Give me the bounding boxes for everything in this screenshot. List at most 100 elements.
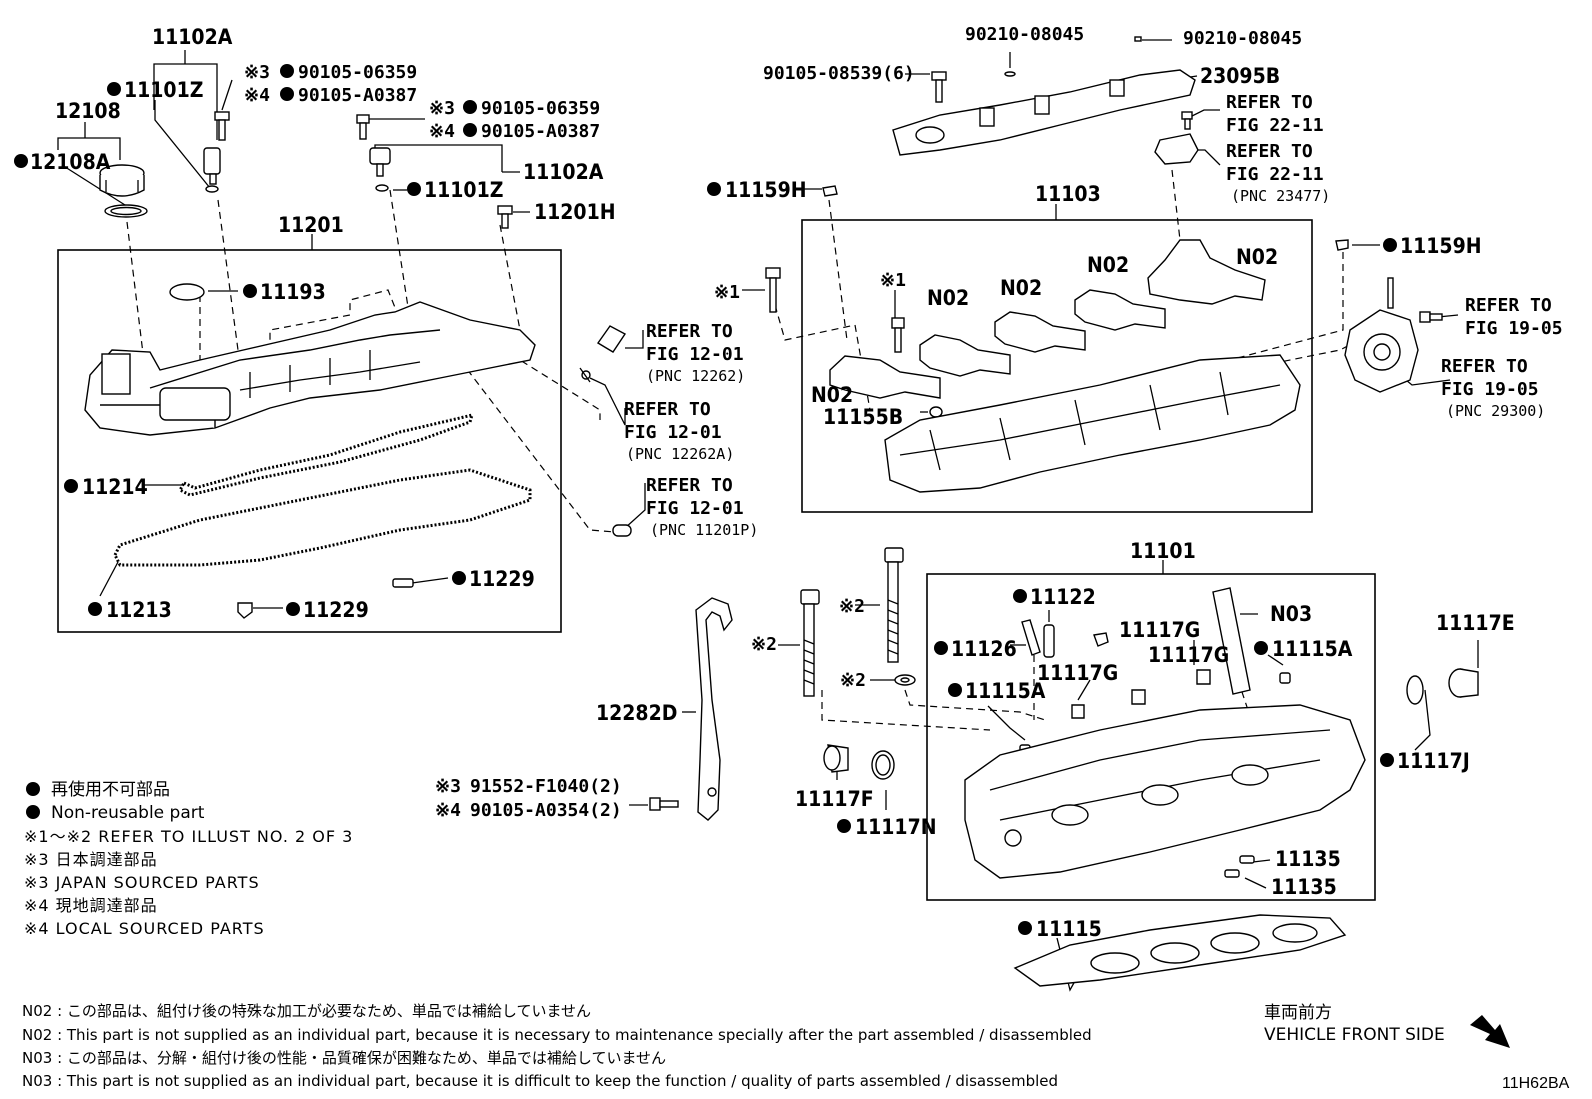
- cover-group-box: [57, 249, 562, 633]
- bolt-top-left: [214, 111, 230, 141]
- camshaft-housing-cover: [892, 36, 1196, 156]
- label-bolt2-note3: ※3: [429, 98, 455, 119]
- label-n02-d: N02: [1236, 245, 1278, 269]
- dowel-11122: [1043, 624, 1055, 658]
- ref-12-01-b-pnc: (PNC 12262A): [626, 445, 734, 463]
- head-bolt-washer: [894, 674, 916, 686]
- plug-11159H-left: [822, 185, 838, 197]
- label-11117J: 11117J: [1397, 749, 1470, 773]
- bearing-cap-a: [829, 355, 941, 399]
- reference-labels: REFER TO FIG 22-11 REFER TO FIG 22-11 (P…: [624, 92, 1563, 539]
- legend-nonreusable-en: Non-reusable part: [51, 803, 205, 823]
- label-11135-b: 11135: [1271, 875, 1337, 899]
- bolt-n1-b: [891, 317, 905, 353]
- label-n2-b: ※2: [751, 634, 777, 655]
- label-n1-b: ※1: [880, 270, 906, 291]
- label-11115A-a: 11115A: [1272, 637, 1353, 661]
- label-11102A-mid: 11102A: [523, 160, 604, 184]
- legend-nonreusable-jp: 再使用不可部品: [51, 779, 170, 800]
- ref-22-11-b-pnc: (PNC 23477): [1231, 187, 1330, 205]
- dashed-guide-lines: [126, 169, 1360, 731]
- head-bolt-long: [884, 547, 904, 663]
- cap-gasket: [104, 204, 148, 218]
- label-n1-a: ※1: [714, 282, 740, 303]
- label-11135-a: 11135: [1275, 847, 1341, 871]
- bearing-cap-e: [1147, 239, 1266, 305]
- gasket-11117J: [1406, 675, 1424, 705]
- notes: N02 : この部品は、組付け後の特殊な加工が必要なため、単品では補給していませ…: [22, 1002, 1092, 1090]
- label-11101Z-left: 11101Z: [124, 78, 203, 102]
- ref-12-01-c-pnc: (PNC 11201P): [650, 521, 758, 539]
- label-11103: 11103: [1035, 182, 1101, 206]
- orientation-en: VEHICLE FRONT SIDE: [1264, 1025, 1445, 1045]
- label-11117G-b: 11117G: [1148, 643, 1229, 667]
- bolt-refer-22-11: [1181, 111, 1193, 130]
- label-90210-a: 90210-08045: [965, 24, 1084, 45]
- label-11126: 11126: [951, 637, 1017, 661]
- camshaft-housing-group-box: [801, 219, 1313, 513]
- head-gasket-11115: [1013, 914, 1347, 987]
- label-11159H-right: 11159H: [1400, 234, 1482, 258]
- bracket-refer-22-11: [1154, 133, 1199, 165]
- label-n2-a: ※2: [839, 596, 865, 617]
- label-11201: 11201: [278, 213, 344, 237]
- label-bolt2-note4: ※4: [429, 121, 455, 142]
- bolt-11201H: [497, 205, 513, 229]
- bearing-cap-c: [994, 311, 1086, 353]
- plug-11117G-a: [1093, 632, 1109, 647]
- label-n02-c: N02: [1087, 253, 1129, 277]
- cylinder-head-cover: [84, 283, 536, 436]
- ref-12-01-a-pnc: (PNC 12262): [646, 367, 745, 385]
- plug-11135-a: [1239, 855, 1255, 864]
- label-n2-c: ※2: [840, 670, 866, 691]
- bolt-top-mid: [356, 114, 370, 140]
- label-90105-08539: 90105-08539(6): [763, 63, 915, 84]
- label-11115: 11115: [1036, 917, 1102, 941]
- head-bolt-short: [800, 589, 820, 697]
- ventilation-hose: [596, 325, 627, 353]
- label-11122: 11122: [1030, 585, 1096, 609]
- vehicle-front-indicator: 車両前方 VEHICLE FRONT SIDE: [1264, 1003, 1510, 1048]
- ref-22-11-a-title: REFER TO: [1226, 92, 1313, 113]
- label-11214: 11214: [82, 475, 148, 499]
- plug-11117G-d: [1071, 704, 1085, 719]
- label-11201H: 11201H: [534, 200, 616, 224]
- label-bolt1-note4-pn: 90105-A0387: [298, 85, 417, 106]
- label-11115A-b: 11115A: [965, 679, 1046, 703]
- ref-12-01-a-title: REFER TO: [646, 321, 733, 342]
- legend-refer-illust: ※1～※2 REFER TO ILLUST NO. 2 OF 3: [24, 827, 353, 846]
- gasket-outer: [113, 468, 532, 567]
- gasket-inner: [177, 412, 475, 497]
- pipe-11126: [1021, 619, 1041, 656]
- label-23095B: 23095B: [1200, 64, 1280, 88]
- figure-id: 11H62BA: [1502, 1075, 1570, 1092]
- ref-12-01-b-title: REFER TO: [624, 399, 711, 420]
- plug-11117G-c: [1131, 689, 1146, 705]
- legend-japan-en: ※3 JAPAN SOURCED PARTS: [24, 873, 260, 892]
- note-n03-en: N03 : This part is not supplied as an in…: [22, 1072, 1058, 1090]
- plug-11117G-b: [1196, 669, 1211, 685]
- legend-local-jp: ※4 現地調達部品: [24, 896, 158, 915]
- camshaft-housing: [884, 354, 1301, 493]
- plug-11135-b: [1224, 869, 1240, 878]
- label-bolt1-note3-pn: 90105-06359: [298, 62, 417, 83]
- bearing-cap-d: [1074, 289, 1166, 331]
- seal-11155B: [929, 406, 943, 418]
- grommet-a: [392, 578, 414, 588]
- label-11117E: 11117E: [1436, 611, 1515, 635]
- insert-N03: [1212, 587, 1251, 695]
- label-bolt2-note3-pn: 90105-06359: [481, 98, 600, 119]
- plug-11115A-a: [1279, 672, 1291, 684]
- ref-12-01-c-title: REFER TO: [646, 475, 733, 496]
- note-n03-jp: N03 : この部品は、分解・組付け後の性能・品質確保が困難なため、単品では補給…: [22, 1049, 666, 1067]
- label-11102A-top: 11102A: [152, 25, 233, 49]
- chain-guide-12282D: [695, 597, 733, 821]
- label-n03: N03: [1270, 602, 1312, 626]
- vacuum-pump: [1344, 277, 1419, 393]
- ref-19-05-b-title: REFER TO: [1441, 356, 1528, 377]
- ref-19-05-a-fig: FIG 19-05: [1465, 318, 1563, 339]
- ref-12-01-a-fig: FIG 12-01: [646, 344, 744, 365]
- plug-11117F: [823, 744, 849, 773]
- ref-22-11-b-fig: FIG 22-11: [1226, 164, 1324, 185]
